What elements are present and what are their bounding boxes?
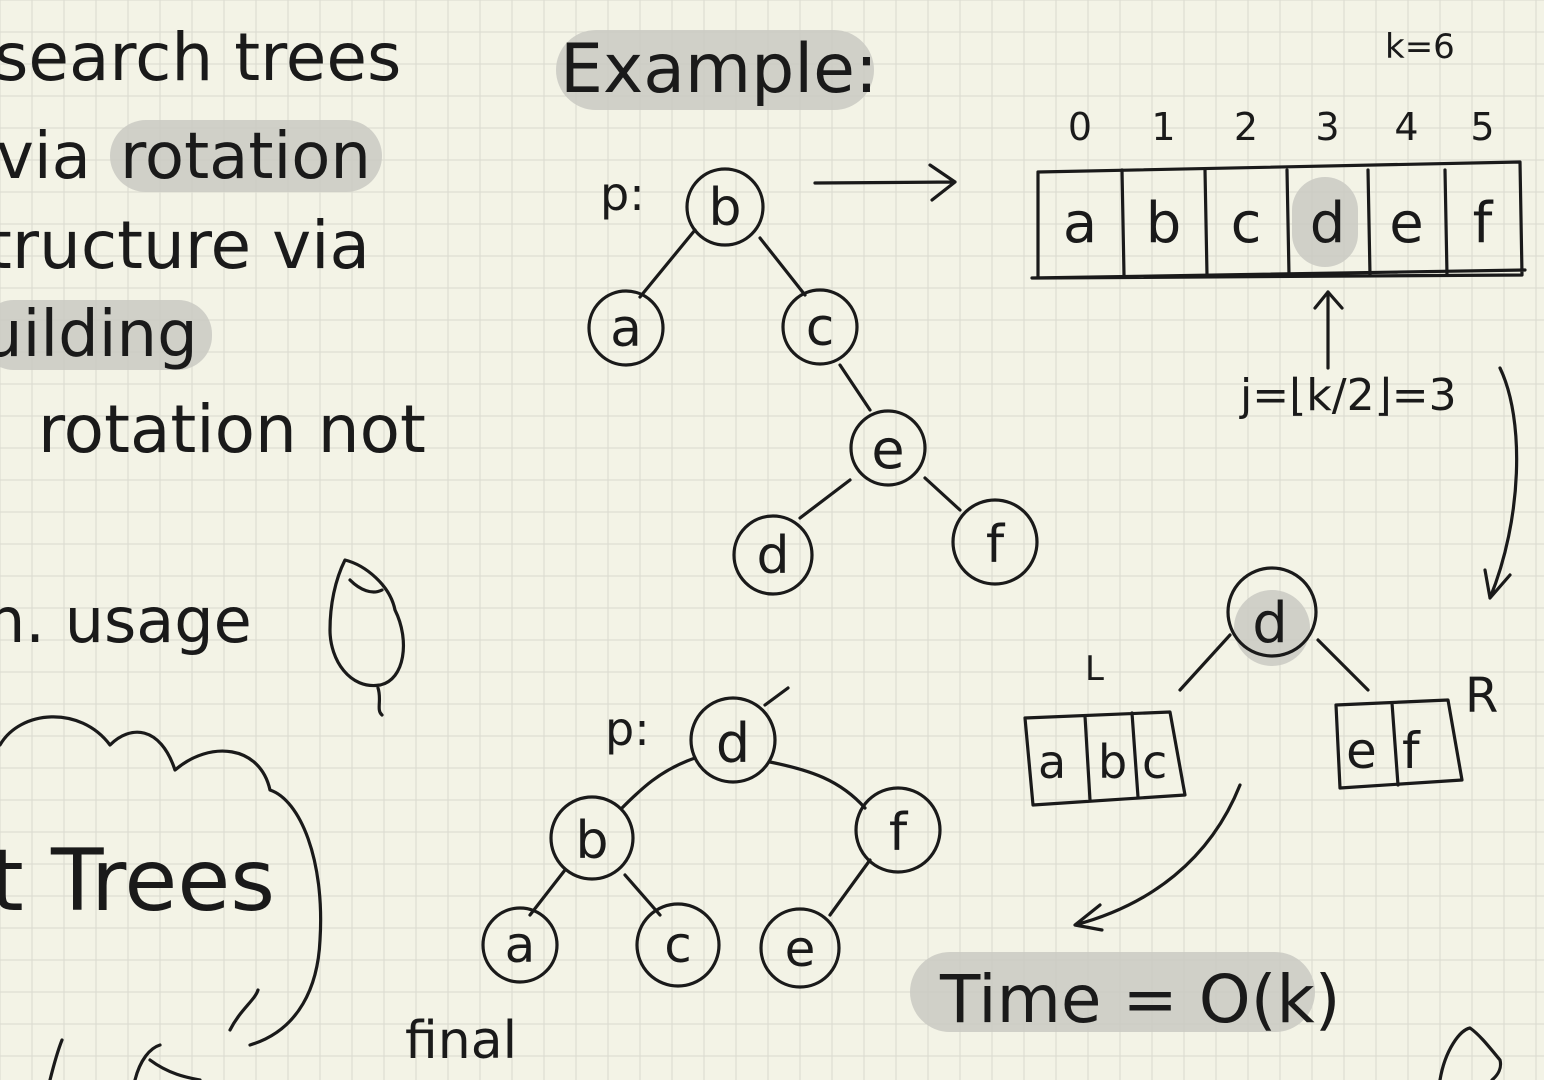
node-b-final[interactable]: b — [549, 795, 635, 881]
array-divider — [1366, 168, 1372, 277]
mouse-doodle-small — [1438, 1026, 1503, 1080]
sub-f: f — [1402, 722, 1421, 780]
node-d[interactable]: d — [732, 514, 814, 596]
root-label: d — [1252, 591, 1288, 656]
array-index: 1 — [1151, 105, 1175, 149]
left-line-5: rotation not — [38, 391, 426, 468]
k-label: k=6 — [1385, 27, 1455, 67]
example-title: Example: — [560, 30, 878, 109]
array-cell-value: c — [1231, 191, 1262, 256]
L-label: L — [1085, 649, 1104, 689]
node-e[interactable]: e — [849, 409, 927, 487]
right-subarray — [1334, 698, 1464, 790]
node-a[interactable]: a — [587, 289, 665, 367]
arrow-down-curve — [1483, 366, 1519, 600]
node-label: b — [708, 178, 741, 238]
array — [1030, 160, 1527, 280]
p-label-top: p: — [600, 167, 645, 221]
arrow-curve-left — [1073, 783, 1242, 932]
sub-e: e — [1346, 722, 1377, 780]
node-a-final[interactable]: a — [481, 906, 559, 984]
highlight-d-cell — [1292, 177, 1358, 267]
array-cell-value: b — [1146, 191, 1182, 256]
array-divider — [1443, 168, 1449, 277]
tree-after: d b f a c e — [481, 696, 942, 989]
edge-right-split — [1316, 638, 1370, 692]
R-label: R — [1465, 668, 1498, 724]
node-d-final[interactable]: d — [689, 696, 777, 784]
cloud-outline — [0, 715, 323, 1047]
array-index: 0 — [1068, 105, 1092, 149]
highlight-root-d — [1234, 590, 1310, 666]
left-line-3: tructure via — [0, 207, 370, 284]
array-index: 5 — [1470, 105, 1494, 149]
array-divider — [1203, 168, 1209, 277]
arrow-up-j — [1313, 290, 1344, 370]
highlight-rotation — [110, 120, 382, 192]
left-line-7: t Trees — [0, 831, 275, 931]
arrow-right — [813, 163, 957, 202]
node-label: a — [610, 299, 642, 359]
node-label: c — [806, 298, 835, 358]
left-notes: search trees via rotation tructure via u… — [0, 19, 426, 1080]
mouse-doodle — [328, 558, 405, 717]
array-cell-value: a — [1063, 191, 1097, 256]
array-cell-value: d — [1310, 191, 1346, 256]
node-c-final[interactable]: c — [635, 902, 721, 988]
node-label: e — [785, 920, 816, 978]
array-cell-value: f — [1473, 191, 1494, 256]
node-f[interactable]: f — [951, 498, 1039, 586]
array-indices: 0 1 2 3 4 5 — [1068, 105, 1495, 149]
highlight-example — [556, 30, 874, 110]
left-line-6: n. usage — [0, 584, 252, 657]
final-label: final — [405, 1011, 517, 1071]
tree-after-edges — [528, 686, 872, 917]
edge-left-split — [1178, 633, 1232, 692]
sub-c: c — [1142, 735, 1167, 789]
left-line-1: search trees — [0, 19, 401, 96]
tree-before-edges — [638, 228, 962, 520]
node-e-final[interactable]: e — [759, 907, 841, 989]
j-formula: j=⌊k/2⌋=3 — [1239, 370, 1457, 421]
node-c[interactable]: c — [781, 288, 859, 366]
sub-b: b — [1098, 735, 1127, 789]
tree-before: b a c e d f — [587, 167, 1039, 596]
node-label: f — [986, 515, 1006, 575]
array-index: 3 — [1315, 105, 1339, 149]
node-label: e — [871, 418, 904, 481]
highlight-building — [0, 300, 212, 370]
node-label: c — [664, 916, 692, 974]
left-line-2b: rotation — [120, 120, 371, 194]
highlight-time — [910, 952, 1315, 1032]
array-index: 4 — [1394, 105, 1418, 149]
left-line-4: uilding — [0, 298, 198, 372]
left-subarray — [1023, 710, 1187, 807]
left-line-2: via — [0, 120, 91, 194]
array-divider — [1120, 168, 1126, 277]
cloud-details — [48, 988, 260, 1080]
node-label: f — [889, 803, 909, 863]
node-b[interactable]: b — [685, 167, 765, 247]
node-label: b — [575, 811, 608, 871]
array-divider — [1285, 168, 1291, 277]
p-label-bottom: p: — [605, 702, 650, 756]
sub-a: a — [1038, 735, 1066, 789]
root-node-d[interactable]: d — [1226, 566, 1318, 658]
node-label: a — [505, 916, 536, 974]
time-label: Time = O(k) — [939, 961, 1340, 1038]
array-cell-value: e — [1389, 191, 1423, 256]
node-label: d — [756, 526, 789, 586]
node-label: d — [716, 712, 750, 775]
array-index: 2 — [1234, 105, 1258, 149]
node-f-final[interactable]: f — [854, 786, 942, 874]
